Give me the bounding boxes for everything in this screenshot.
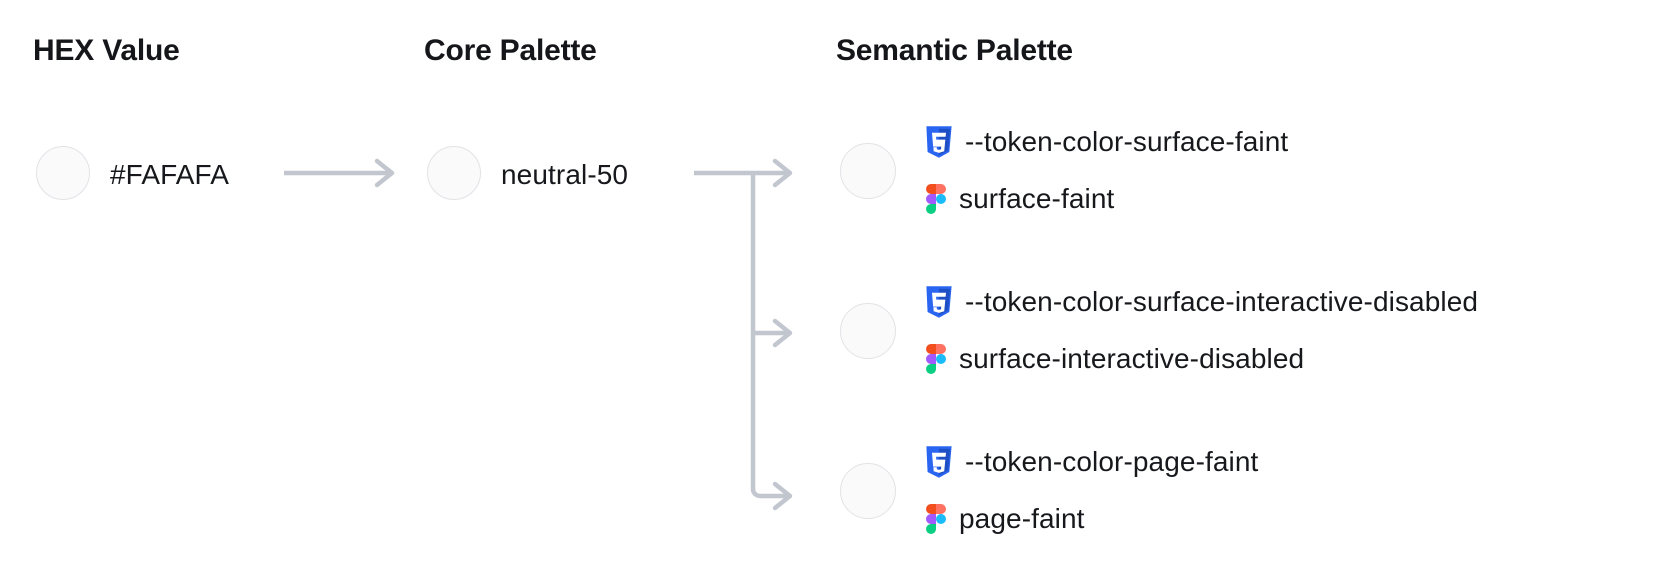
swatch-core-palette (427, 146, 481, 200)
figma-logo-icon (925, 183, 947, 215)
swatch-semantic-3 (840, 463, 896, 519)
css-token-row: --token-color-surface-faint (925, 122, 1288, 162)
figma-token-row: page-faint (925, 499, 1258, 539)
swatch-hex-value (36, 146, 90, 200)
column-header-semantic-palette: Semantic Palette (836, 34, 1073, 67)
arrow-head-1 (772, 158, 793, 188)
hex-value-label: #FAFAFA (110, 159, 229, 190)
semantic-token-group-3: --token-color-page-faint page-faint (925, 442, 1258, 539)
swatch-semantic-2 (840, 303, 896, 359)
figma-token-label: surface-faint (959, 183, 1115, 214)
css3-shield-icon (925, 286, 953, 318)
swatch-semantic-1 (840, 143, 896, 199)
semantic-token-group-1: --token-color-surface-faint surface-fain… (925, 122, 1288, 219)
column-header-core-palette: Core Palette (424, 34, 597, 67)
css-token-label: --token-color-page-faint (965, 446, 1259, 477)
branch-trunk (750, 173, 790, 499)
core-palette-label: neutral-50 (501, 159, 629, 190)
css-token-label: --token-color-surface-interactive-disabl… (965, 286, 1479, 317)
css-token-label: --token-color-surface-faint (965, 126, 1289, 157)
css-token-row: --token-color-page-faint (925, 442, 1258, 482)
figma-token-row: surface-faint (925, 179, 1288, 219)
column-header-hex-value: HEX Value (33, 34, 180, 67)
figma-token-label: surface-interactive-disabled (959, 343, 1305, 374)
figma-logo-icon (925, 343, 947, 375)
css3-shield-icon (925, 446, 953, 478)
arrow-head-3 (772, 481, 793, 511)
figma-token-label: page-faint (959, 503, 1085, 534)
arrow-head-2 (772, 318, 793, 348)
arrow-hex-to-core-head (374, 158, 395, 188)
figma-logo-icon (925, 503, 947, 535)
css3-shield-icon (925, 126, 953, 158)
semantic-token-group-2: --token-color-surface-interactive-disabl… (925, 282, 1478, 379)
figma-token-row: surface-interactive-disabled (925, 339, 1478, 379)
css-token-row: --token-color-surface-interactive-disabl… (925, 282, 1478, 322)
